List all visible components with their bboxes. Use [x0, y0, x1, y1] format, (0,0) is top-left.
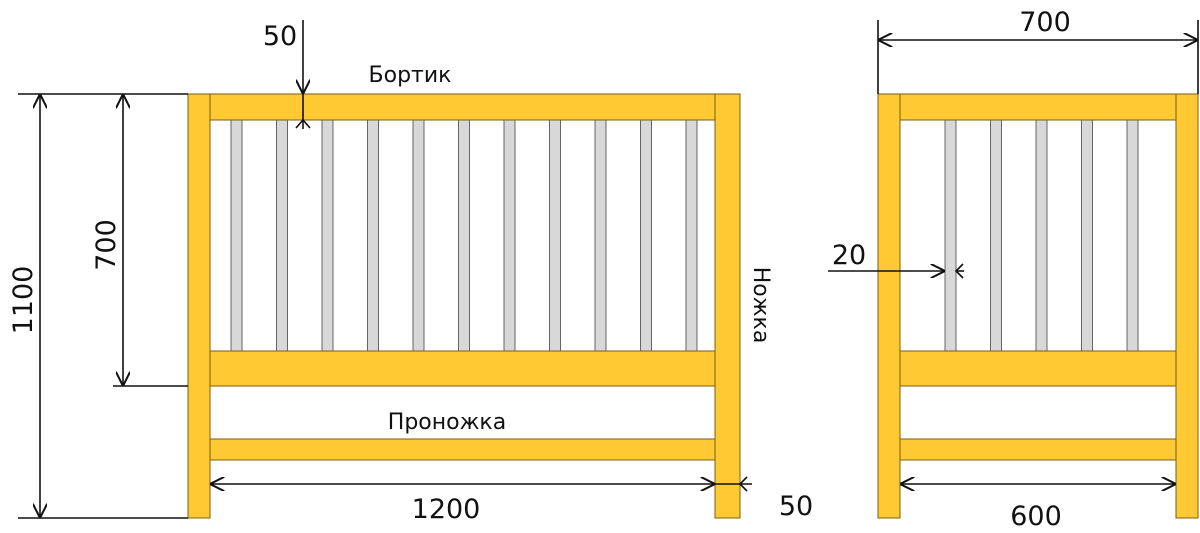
baluster	[990, 119, 1002, 352]
baluster	[594, 119, 607, 352]
dim-height-rail: 700	[91, 219, 122, 271]
baluster	[412, 119, 425, 352]
middle-rail	[209, 350, 716, 387]
dim-baluster-width: 20	[832, 240, 866, 271]
baluster	[685, 119, 698, 352]
baluster	[367, 119, 379, 352]
baluster	[276, 119, 288, 352]
dimension-lines	[18, 20, 1199, 519]
left-leg	[187, 93, 211, 519]
front-balusters	[230, 119, 698, 352]
dim-width-outer: 700	[1019, 7, 1071, 38]
label-stretcher: Проножка	[388, 410, 506, 435]
baluster	[1126, 119, 1139, 352]
label-leg: Ножка	[748, 267, 773, 344]
side-view	[877, 93, 1199, 519]
baluster	[944, 119, 957, 352]
side-balusters	[944, 119, 1139, 352]
side-middle-rail	[899, 350, 1177, 387]
label-rail-top: Бортик	[369, 63, 452, 88]
dim-leg-width: 50	[779, 491, 813, 522]
dim-rail-thickness: 50	[263, 21, 297, 52]
dim-height-total: 1100	[8, 266, 39, 335]
baluster	[1035, 119, 1048, 352]
side-stretcher	[899, 438, 1177, 461]
baluster	[503, 119, 516, 352]
right-leg	[714, 93, 741, 519]
side-left-leg	[877, 93, 901, 519]
top-rail	[209, 93, 716, 121]
side-top-rail	[899, 93, 1177, 121]
baluster	[321, 119, 334, 352]
dim-width-inner: 600	[1010, 501, 1062, 532]
dim-length-inner: 1200	[412, 494, 481, 525]
stretcher	[209, 438, 716, 461]
baluster	[230, 119, 243, 352]
baluster	[1081, 119, 1093, 352]
front-view	[187, 93, 741, 519]
baluster	[640, 119, 652, 352]
baluster	[549, 119, 561, 352]
baluster	[458, 119, 470, 352]
side-right-leg	[1175, 93, 1199, 519]
